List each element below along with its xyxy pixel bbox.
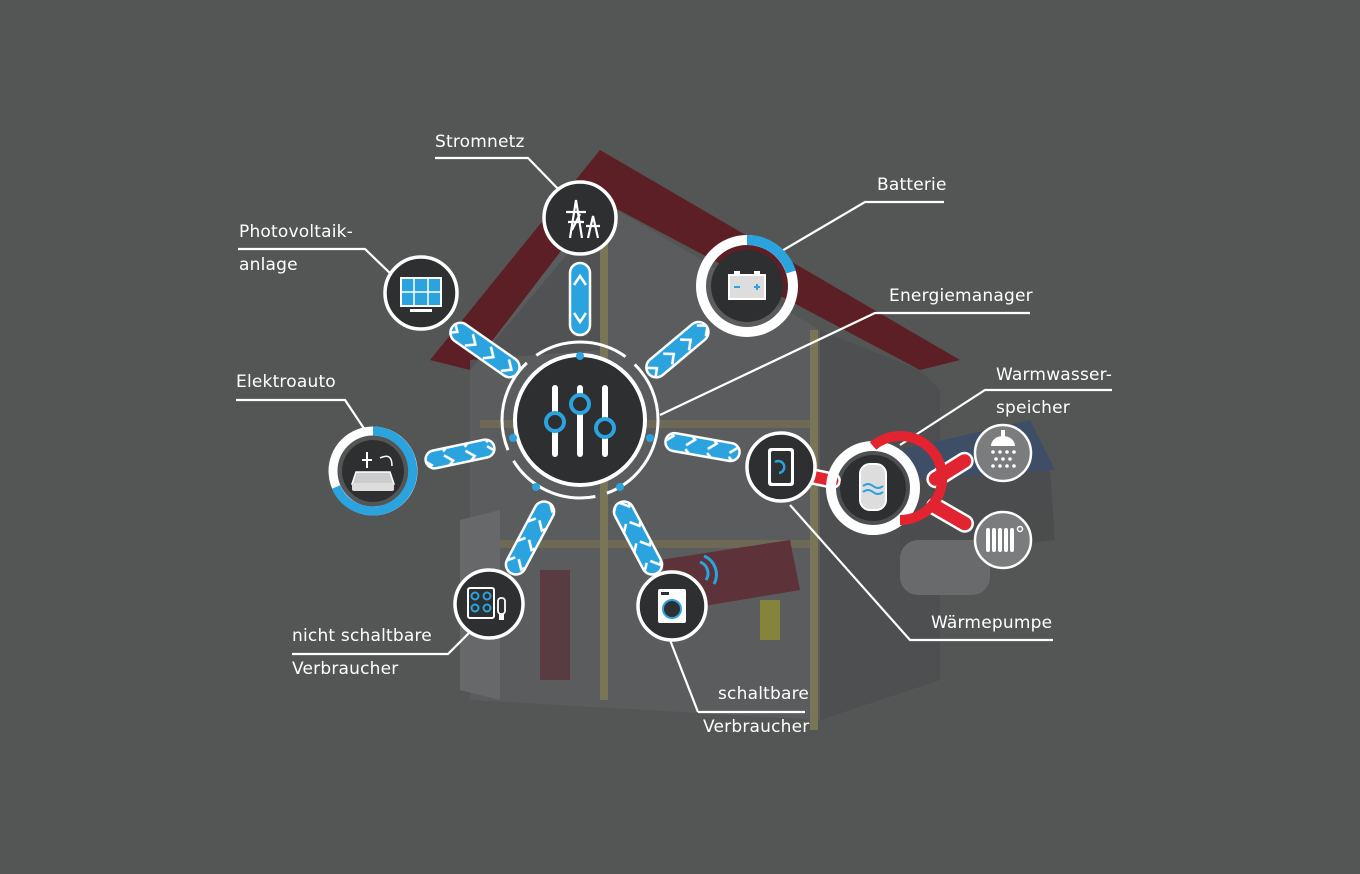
label-stromnetz-text: Stromnetz — [435, 132, 525, 152]
leader-waermepumpe — [789, 504, 1053, 642]
flow-schaltbar — [612, 500, 664, 576]
power-pylon-icon — [566, 199, 600, 239]
leader-batterie — [774, 200, 944, 256]
leader-nicht-schaltbar — [292, 629, 473, 656]
leader-schaltbar — [668, 639, 805, 714]
shower-icon — [991, 430, 1016, 468]
car-charge-ring — [331, 426, 418, 516]
label-warmwasser-line1: Warmwasser- — [996, 365, 1113, 385]
label-schaltbar-line1: schaltbare — [718, 684, 810, 704]
leader-elektroauto — [236, 398, 366, 431]
label-photovoltaik-line2: anlage — [239, 255, 298, 275]
label-photovoltaik: Photovoltaik- anlage — [239, 216, 353, 282]
flow-waermepumpe — [664, 431, 741, 463]
label-nicht-schaltbar-line1: nicht schaltbare — [292, 626, 432, 646]
flow-stromnetz — [568, 261, 592, 337]
photovoltaik-node[interactable] — [383, 255, 459, 331]
mixer-sliders-icon — [544, 385, 616, 457]
flow-batterie — [645, 320, 710, 379]
leader-energiemanager — [659, 311, 1030, 416]
water-tank-icon — [859, 463, 887, 511]
warmwasser-node[interactable] — [826, 431, 948, 535]
heat-pump-icon — [768, 448, 794, 486]
wifi-icon — [699, 554, 718, 585]
batterie-node[interactable] — [696, 234, 798, 337]
label-nicht-schaltbar-line2: Verbraucher — [292, 659, 399, 679]
leader-stromnetz — [435, 156, 563, 194]
label-schaltbar-line2: Verbraucher — [703, 717, 810, 737]
label-schaltbar: schaltbare Verbraucher — [703, 678, 810, 744]
battery-level-ring — [746, 234, 796, 274]
schaltbar-node[interactable] — [636, 554, 718, 642]
solar-panel-icon — [400, 277, 442, 312]
energiemanager-hub[interactable] — [500, 340, 660, 500]
radiator-node[interactable] — [973, 510, 1033, 570]
label-energiemanager: Energiemanager — [889, 280, 1033, 313]
label-photovoltaik-line1: Photovoltaik- — [239, 222, 354, 242]
battery-icon — [728, 271, 766, 300]
label-warmwasser: Warmwasser- speicher — [996, 359, 1112, 425]
label-waermepumpe: Wärmepumpe — [931, 607, 1052, 640]
flow-elektroauto — [424, 438, 496, 470]
cooktop-bulb-icon — [467, 587, 506, 620]
label-leader-lines — [236, 156, 1112, 714]
label-elektroauto: Elektroauto — [236, 366, 336, 399]
nicht-schaltbar-node[interactable] — [453, 568, 525, 640]
label-batterie: Batterie — [877, 169, 947, 202]
label-nicht-schaltbar: nicht schaltbare Verbraucher — [292, 620, 432, 686]
label-elektroauto-text: Elektroauto — [236, 372, 336, 392]
flow-nicht-schaltbar — [504, 500, 556, 576]
electric-car-icon — [350, 452, 396, 491]
stromnetz-node[interactable] — [542, 180, 618, 256]
waermepumpe-node[interactable] — [745, 431, 817, 503]
shower-node[interactable] — [973, 423, 1033, 483]
label-waermepumpe-text: Wärmepumpe — [931, 613, 1053, 633]
label-batterie-text: Batterie — [877, 175, 947, 195]
label-energiemanager-text: Energiemanager — [889, 286, 1033, 306]
elektroauto-node[interactable] — [328, 426, 418, 516]
warmwater-heat-ring — [869, 431, 948, 526]
label-stromnetz: Stromnetz — [435, 126, 525, 159]
label-warmwasser-line2: speicher — [996, 398, 1070, 418]
leader-photovoltaik — [238, 247, 396, 279]
radiator-icon — [986, 525, 1024, 552]
leader-warmwasser — [899, 388, 1112, 446]
washing-machine-icon — [658, 589, 686, 623]
flow-arrows-blue — [424, 261, 741, 576]
